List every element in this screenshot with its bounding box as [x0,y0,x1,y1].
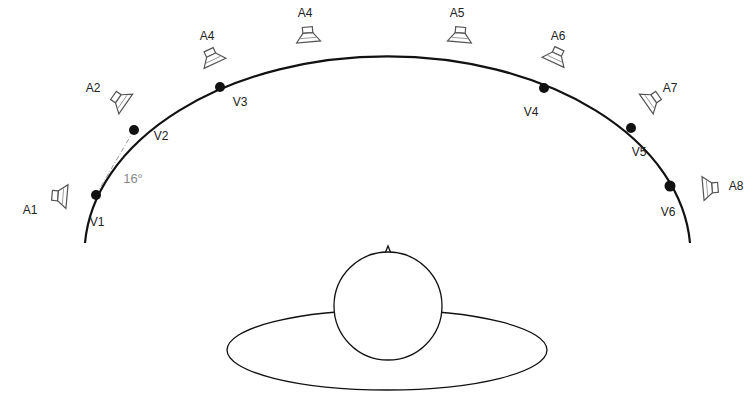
speaker-symbol [198,45,226,69]
visual-dot [129,125,139,135]
speaker-symbol [542,44,570,68]
visual-dot [91,190,101,200]
visual-dot [626,123,636,133]
speaker-label: A4 [200,30,215,42]
speaker-label: A7 [663,82,678,94]
speaker-label: A4 [298,7,313,19]
listener-head [334,252,442,360]
speaker-label: A8 [729,180,744,192]
speaker-label: A5 [450,7,465,19]
angle-line [96,130,134,195]
speaker-symbol [107,86,133,114]
dot-label: V3 [233,96,248,108]
dot-label: V4 [524,106,539,118]
dot-label: V1 [90,216,105,228]
speaker-label: A6 [551,30,566,42]
visual-dot [665,181,676,192]
speaker-symbol [702,175,719,200]
speaker-symbol [51,183,68,208]
speaker-symbol [639,86,665,114]
visual-dot [215,82,225,92]
dot-label: V2 [154,130,169,142]
speaker-symbol [295,26,320,43]
visual-dot [539,83,549,93]
speaker-symbol [447,26,472,43]
speaker-label: A2 [86,82,101,94]
speaker-label: A1 [23,204,38,216]
dot-label: V6 [661,206,676,218]
angle-label: 16° [123,172,143,185]
dot-label: V5 [632,146,647,158]
speaker-arc [85,56,690,243]
